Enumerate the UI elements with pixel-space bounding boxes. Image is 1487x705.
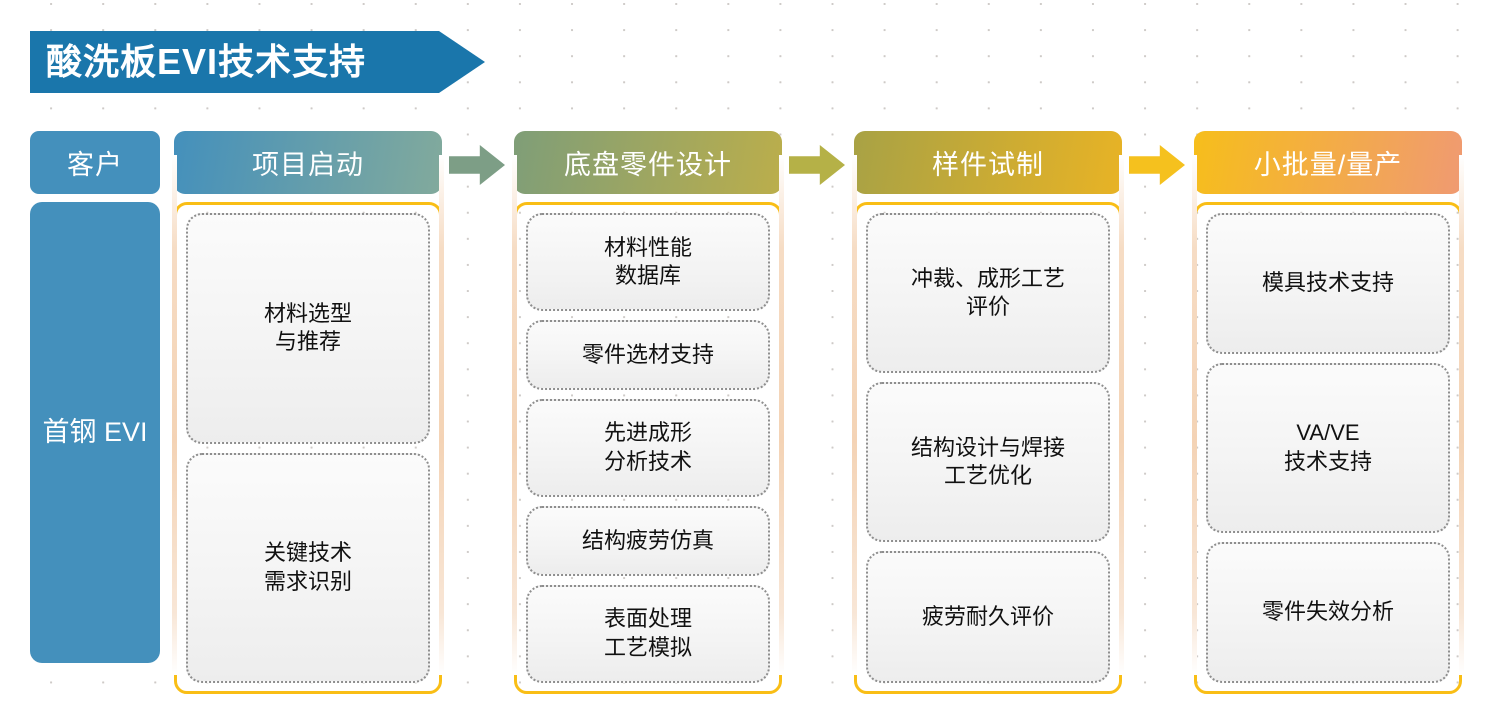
phase-body-2: 材料性能 数据库零件选材支持先进成形 分析技术结构疲劳仿真表面处理 工艺模拟 xyxy=(514,202,782,694)
column-accent-line-2 xyxy=(512,155,517,675)
phase-item[interactable]: 关键技术 需求识别 xyxy=(186,452,430,683)
phase-item-label: 材料性能 数据库 xyxy=(603,234,692,289)
phase-item-label: 关键技术 需求识别 xyxy=(263,540,352,594)
column-accent-line-right-1 xyxy=(439,155,444,675)
column-accent-line-4 xyxy=(1192,155,1197,675)
item-gap xyxy=(526,311,770,320)
phase-item[interactable]: 冲裁、成形工艺 评价 xyxy=(866,213,1110,374)
column-accent-line-3 xyxy=(852,155,857,675)
phase-item-label: 零件失效分析 xyxy=(1261,599,1394,625)
item-gap xyxy=(526,576,770,585)
phase-item[interactable]: 零件选材支持 xyxy=(526,320,770,390)
arrow-3-icon xyxy=(1129,145,1185,185)
customer-body[interactable]: 首钢 EVI xyxy=(30,202,160,663)
phase-body-1: 材料选型 与推荐关键技术 需求识别 xyxy=(174,202,442,694)
phase-header-1[interactable]: 项目启动 xyxy=(174,131,442,194)
phase-header-label: 底盘零件设计 xyxy=(564,150,732,180)
item-gap xyxy=(866,373,1110,382)
phase-item-label: 零件选材支持 xyxy=(581,341,714,367)
item-gap xyxy=(186,444,430,453)
phase-item-label: 结构设计与焊接 工艺优化 xyxy=(910,434,1065,489)
item-gap xyxy=(526,497,770,506)
phase-item-label: VA/VE 技术支持 xyxy=(1283,420,1372,474)
column-accent-line-right-4 xyxy=(1459,155,1464,675)
phase-header-label: 样件试制 xyxy=(932,150,1044,180)
column-accent-line-right-2 xyxy=(779,155,784,675)
phase-item[interactable]: 材料性能 数据库 xyxy=(526,213,770,312)
phase-item-label: 模具技术支持 xyxy=(1261,270,1394,296)
phase-item[interactable]: 材料选型 与推荐 xyxy=(186,213,430,444)
customer-body-label: 首钢 EVI xyxy=(42,417,148,448)
phase-header-label: 项目启动 xyxy=(252,150,364,180)
phase-item-label: 疲劳耐久评价 xyxy=(921,603,1054,629)
phase-item[interactable]: 表面处理 工艺模拟 xyxy=(526,584,770,683)
phase-header-3[interactable]: 样件试制 xyxy=(854,131,1122,194)
column-accent-line-1 xyxy=(172,155,177,675)
phase-item-label: 先进成形 分析技术 xyxy=(603,420,692,474)
item-gap xyxy=(866,542,1110,551)
phase-item-label: 材料选型 与推荐 xyxy=(263,300,352,355)
phase-header-label: 小批量/量产 xyxy=(1253,150,1403,180)
arrow-2-icon xyxy=(789,145,845,185)
item-gap xyxy=(1206,354,1450,363)
phase-header-4[interactable]: 小批量/量产 xyxy=(1194,131,1462,194)
phase-item-label: 结构疲劳仿真 xyxy=(581,527,714,553)
item-gap xyxy=(526,390,770,399)
customer-header-label: 客户 xyxy=(67,150,123,180)
item-gap xyxy=(1206,533,1450,542)
phase-item[interactable]: 疲劳耐久评价 xyxy=(866,551,1110,684)
phase-body-3: 冲裁、成形工艺 评价结构设计与焊接 工艺优化疲劳耐久评价 xyxy=(854,202,1122,694)
column-accent-line-right-3 xyxy=(1119,155,1124,675)
page-title: 酸洗板EVI技术支持 xyxy=(46,41,367,82)
phase-header-2[interactable]: 底盘零件设计 xyxy=(514,131,782,194)
phase-item[interactable]: VA/VE 技术支持 xyxy=(1206,363,1450,533)
phase-item[interactable]: 结构设计与焊接 工艺优化 xyxy=(866,382,1110,543)
phase-body-4: 模具技术支持 VA/VE 技术支持零件失效分析 xyxy=(1194,202,1462,694)
phase-item[interactable]: 模具技术支持 xyxy=(1206,213,1450,355)
customer-header[interactable]: 客户 xyxy=(30,131,160,194)
phase-item[interactable]: 先进成形 分析技术 xyxy=(526,398,770,498)
phase-item[interactable]: 结构疲劳仿真 xyxy=(526,506,770,576)
phase-item-label: 表面处理 工艺模拟 xyxy=(603,606,692,660)
phase-item[interactable]: 零件失效分析 xyxy=(1206,541,1450,684)
phase-item-label: 冲裁、成形工艺 评价 xyxy=(910,265,1065,320)
title-banner: 酸洗板EVI技术支持 xyxy=(30,31,485,93)
arrow-1-icon xyxy=(449,145,505,185)
